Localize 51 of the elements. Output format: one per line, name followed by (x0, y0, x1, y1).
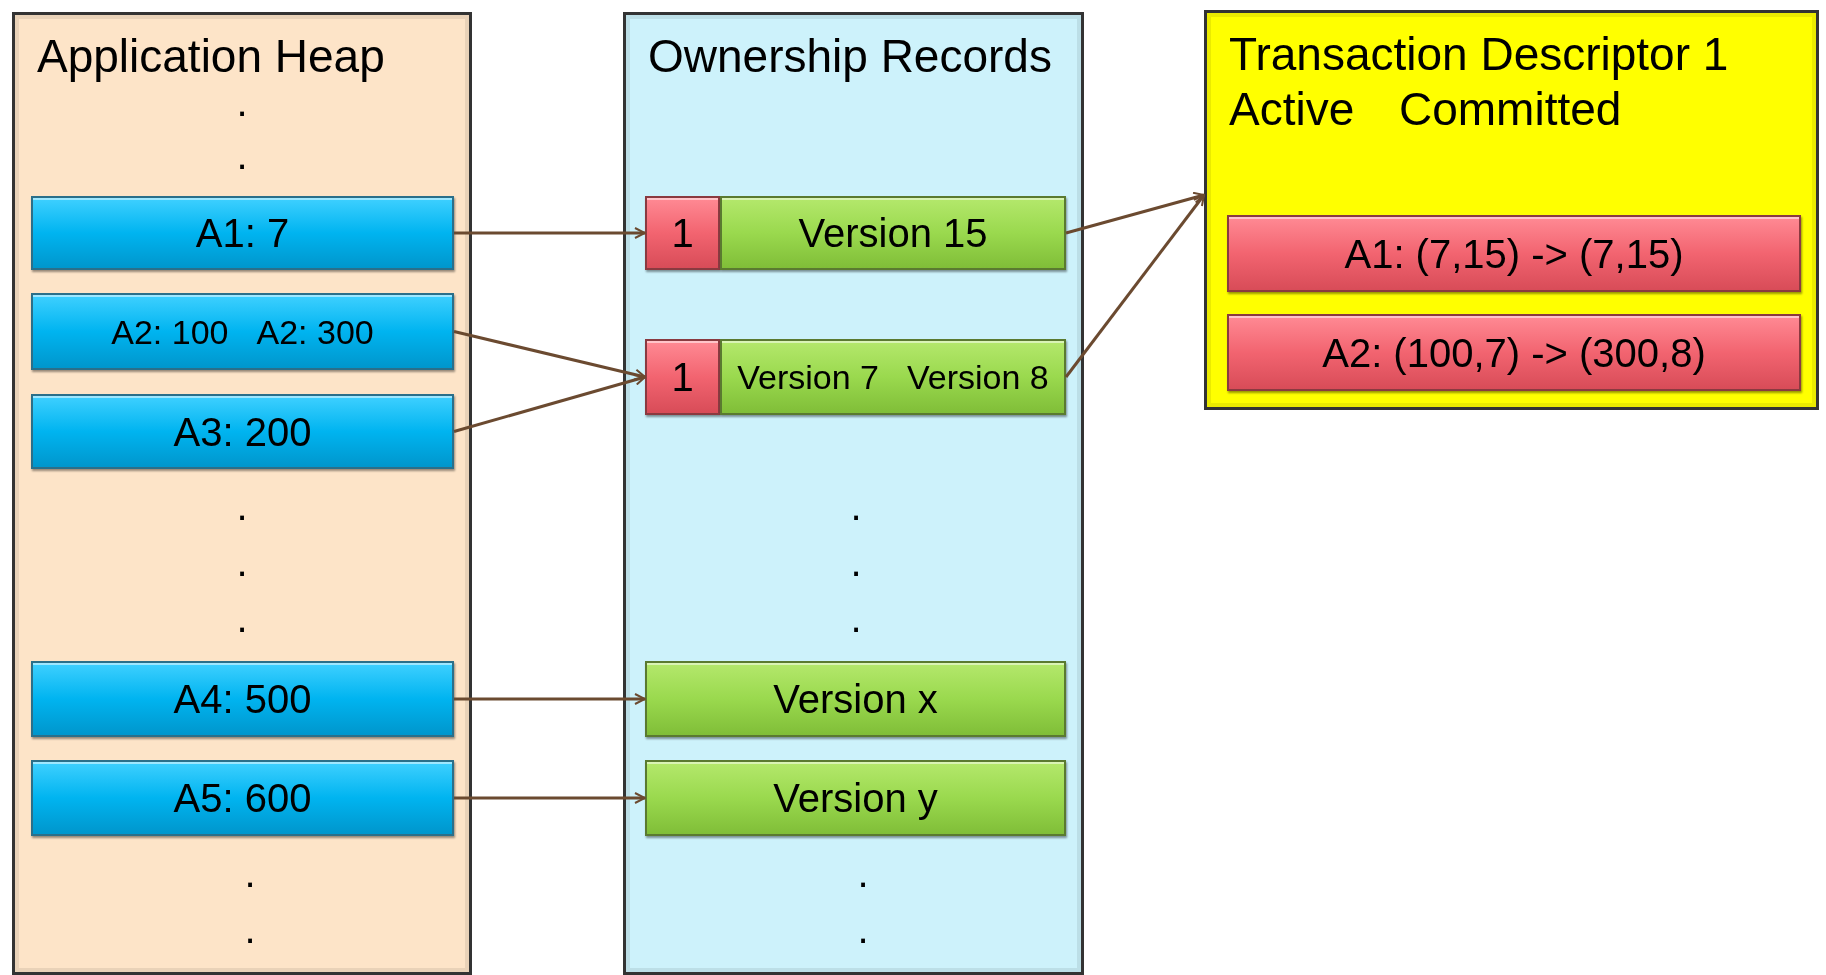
version-box (645, 760, 1066, 836)
cell-text: A2: (100,7) -> (300,8) (1322, 332, 1706, 373)
memory-cell-box (31, 661, 454, 737)
arrow (454, 227, 646, 239)
version-box (720, 339, 1066, 415)
log-entry-box (1227, 314, 1801, 391)
memory-panel (12, 12, 472, 975)
cell-text: A1: (7,15) -> (7,15) (1344, 233, 1684, 274)
cell-text: 1 (671, 357, 694, 397)
arrow (1065, 191, 1205, 235)
cell-text: A1: 7 (195, 213, 290, 253)
cell-text: A2: 300 (256, 314, 374, 349)
cell-text: A2: 100 (111, 314, 229, 349)
ellipsis-dot: . (236, 82, 248, 122)
ellipsis-dot: . (244, 853, 256, 893)
cell-text: 1 (671, 213, 694, 253)
records-panel (623, 12, 1084, 975)
arrow (454, 693, 646, 705)
lock-bit-box (645, 339, 720, 415)
descriptor-panel (1204, 10, 1819, 410)
status-text: Active (1229, 86, 1355, 132)
memory-cell-box (31, 196, 454, 270)
cell-text: Version 7 (737, 360, 879, 394)
memory-cell-box (31, 293, 454, 370)
cell-text: Version y (773, 778, 938, 818)
cell-text: Version 8 (907, 360, 1049, 394)
cell-text: A4: 500 (173, 679, 312, 719)
ellipsis-dot: . (236, 486, 248, 526)
memory-cell-box (31, 394, 454, 469)
ellipsis-dot: . (850, 542, 862, 582)
ellipsis-dot: . (850, 486, 862, 526)
ellipsis-dot: . (244, 909, 256, 949)
ellipsis-dot: . (857, 909, 869, 949)
cell-text: Version 15 (798, 213, 988, 253)
version-box (720, 196, 1066, 270)
cell-text: A3: 200 (173, 411, 312, 452)
lock-bit-box (645, 196, 720, 270)
log-entry-box (1227, 215, 1801, 292)
arrow (1064, 194, 1206, 378)
status-text: Committed (1399, 86, 1622, 132)
arrow (453, 373, 646, 433)
cell-text: Version x (773, 679, 938, 719)
memory-cell-box (31, 760, 454, 836)
ellipsis-dot: . (236, 542, 248, 582)
cell-text: A5: 600 (173, 778, 312, 818)
version-box (645, 661, 1066, 737)
ellipsis-dot: . (857, 853, 869, 893)
arrow (454, 792, 646, 804)
ellipsis-dot: . (850, 598, 862, 638)
ellipsis-dot: . (236, 598, 248, 638)
ellipsis-dot: . (236, 135, 248, 175)
